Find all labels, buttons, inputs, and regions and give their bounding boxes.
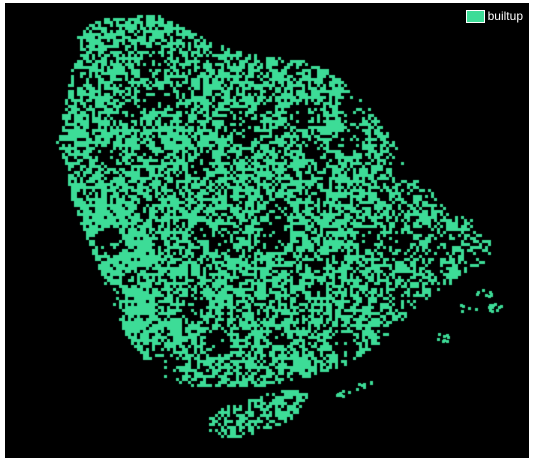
builtup-raster-map (5, 3, 529, 458)
legend-swatch-builtup (465, 9, 485, 23)
map-legend: builtup (465, 9, 523, 23)
map-frame: builtup (5, 3, 529, 458)
legend-label-builtup: builtup (487, 9, 523, 23)
